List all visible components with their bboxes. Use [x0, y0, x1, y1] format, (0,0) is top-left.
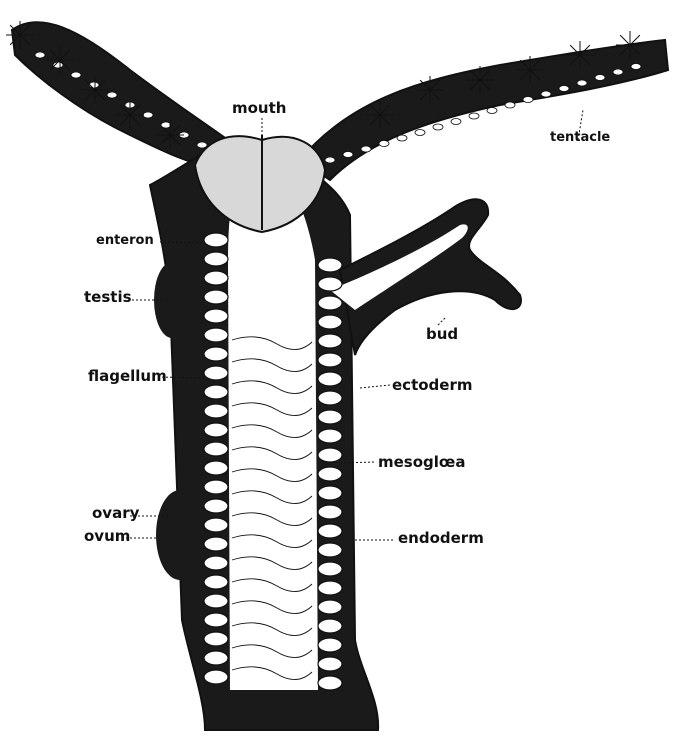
tentacle-cell [523, 97, 533, 103]
endoderm-cell [204, 613, 228, 627]
right-tentacle [300, 40, 668, 180]
endoderm-cell [318, 315, 342, 329]
endoderm-cell [204, 271, 228, 285]
tentacle-cell [35, 52, 45, 58]
endoderm-cell [204, 290, 228, 304]
endoderm-cell [204, 537, 228, 551]
label-endoderm: endoderm [398, 531, 484, 546]
endoderm-cell [204, 442, 228, 456]
tentacle-cell [325, 157, 335, 163]
endoderm-cell [204, 556, 228, 570]
endoderm-cell [318, 505, 342, 519]
label-enteron: enteron [96, 234, 154, 247]
label-tentacle: tentacle [550, 131, 610, 144]
endoderm-cell [204, 309, 228, 323]
endoderm-cell [204, 651, 228, 665]
tentacle-cell [451, 119, 461, 125]
tentacle-cell [577, 80, 587, 86]
endoderm-cell [318, 258, 342, 272]
endoderm-cell [318, 486, 342, 500]
endoderm-cell [318, 657, 342, 671]
label-mouth: mouth [232, 101, 286, 116]
endoderm-cell [204, 499, 228, 513]
tentacle-cell [343, 152, 353, 158]
tentacle-cell [631, 64, 641, 70]
tentacle-cell [415, 130, 425, 136]
tentacle-cell [397, 135, 407, 141]
enteron-cavity [228, 185, 318, 690]
endoderm-cell [318, 296, 342, 310]
label-bud: bud [426, 327, 458, 342]
endoderm-cell [318, 334, 342, 348]
endoderm-cell [204, 328, 228, 342]
tentacle-cell [505, 102, 515, 108]
tentacle-cell [379, 141, 389, 147]
tentacle-cell [361, 146, 371, 152]
endoderm-cell [204, 404, 228, 418]
endoderm-cell [204, 480, 228, 494]
label-ectoderm: ectoderm [392, 378, 472, 393]
endoderm-cell [318, 410, 342, 424]
label-mesogloea: mesoglœa [378, 455, 465, 470]
nematocyst-bristle [620, 35, 630, 45]
endoderm-cell [318, 524, 342, 538]
endoderm-cell [318, 638, 342, 652]
endoderm-cell [204, 252, 228, 266]
endoderm-cells-right [318, 258, 342, 690]
endoderm-cell [318, 619, 342, 633]
endoderm-cell [318, 277, 342, 291]
endoderm-cell [318, 543, 342, 557]
endoderm-cell [204, 385, 228, 399]
endoderm-cell [318, 676, 342, 690]
tentacle-cell [469, 113, 479, 119]
endoderm-cell [204, 594, 228, 608]
endoderm-cell [318, 372, 342, 386]
tentacle-cell [541, 91, 551, 97]
tentacle-cell [197, 142, 207, 148]
endoderm-cell [318, 353, 342, 367]
endoderm-cell [204, 366, 228, 380]
endoderm-cell [204, 632, 228, 646]
tentacle-cell [107, 92, 117, 98]
endoderm-cell [204, 461, 228, 475]
endoderm-cell [318, 448, 342, 462]
label-ovary: ovary [92, 506, 139, 521]
tentacle-cell [433, 124, 443, 130]
label-testis: testis [84, 290, 132, 305]
endoderm-cell [204, 233, 228, 247]
tentacle-cell [613, 69, 623, 75]
endoderm-cell [318, 581, 342, 595]
endoderm-cell [318, 429, 342, 443]
label-flagellum: flagellum [88, 369, 167, 384]
endoderm-cell [318, 600, 342, 614]
testis-bulge [154, 262, 190, 338]
endoderm-cell [204, 575, 228, 589]
label-ovum: ovum [84, 529, 130, 544]
endoderm-cell [318, 467, 342, 481]
tentacle-cell [487, 108, 497, 114]
tentacle-cell [595, 75, 605, 81]
endoderm-cell [204, 518, 228, 532]
tentacle-cell [143, 112, 153, 118]
endoderm-cell [318, 562, 342, 576]
endoderm-cell [318, 391, 342, 405]
endoderm-cell [204, 423, 228, 437]
tentacle-cell [559, 86, 569, 92]
endoderm-cell [204, 670, 228, 684]
endoderm-cell [204, 347, 228, 361]
tentacle-cell [71, 72, 81, 78]
ovary-bulge [156, 490, 204, 580]
